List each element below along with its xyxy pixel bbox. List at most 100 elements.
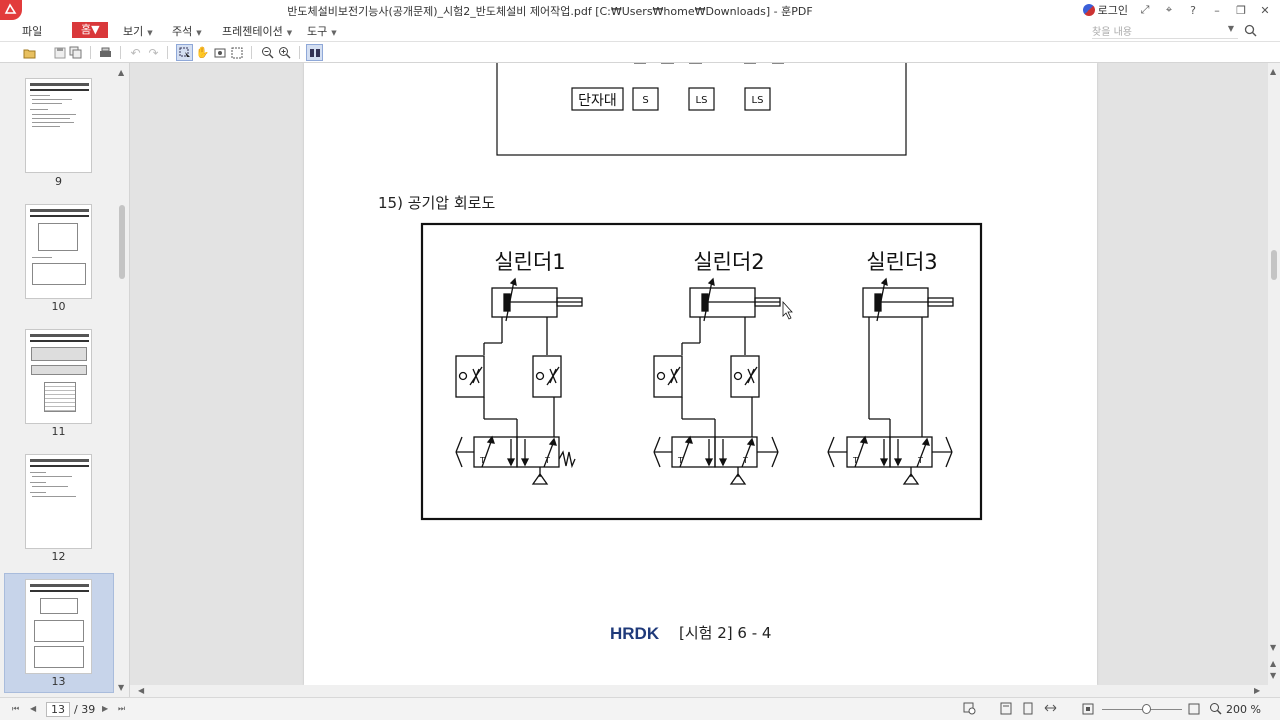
menu-presentation-label: 프레젠테이션 [222,25,283,38]
save-all-icon[interactable] [68,45,83,60]
search-input[interactable]: 찾을 내용 ▼ [1092,23,1238,39]
chevron-down-icon: ▼ [91,23,100,36]
first-page-icon[interactable]: ⏮ [12,704,20,713]
horizontal-scrollbar[interactable]: ◀ ▶ [130,685,1280,697]
open-folder-icon[interactable] [22,45,37,60]
thumbnail-panel: 9 10 11 12 13 ▲ ▼ [0,63,130,697]
cylinder-2-circuit: T T [653,277,781,485]
page-total: / 39 [74,703,96,716]
port-t-label: T [544,456,550,465]
cylinder-1-circuit: T T [455,277,583,485]
zoom-icon[interactable] [1208,701,1223,716]
page-up-icon[interactable]: ▲ [1270,659,1277,668]
menu-bar: 파일 홈▼ 보기▼ 주석▼ 프레젠테이션▼ 도구▼ 찾을 내용▼ [0,20,1280,42]
menu-annotation-label: 주석 [172,25,193,38]
hand-tool-icon[interactable]: ✋ [195,46,210,59]
chevron-down-icon: ▼ [331,29,337,37]
page-down-icon[interactable]: ▼ [1270,671,1277,680]
fullscreen-icon[interactable]: ⤢ [1140,3,1150,16]
chevron-down-icon: ▼ [147,29,153,37]
pin-icon[interactable]: ⌖ [1165,3,1173,16]
status-bar: ⏮ ◀ 13 / 39 ▶ ⏭ 200 % [0,697,1280,720]
title-controls: 로그인 ⤢ ⌖ ? – ❐ ✕ [1082,0,1280,20]
zoom-in-icon[interactable] [277,45,292,60]
mouse-cursor-icon [782,300,793,320]
page-thumbnail[interactable] [25,204,92,299]
footer-page-text: [시험 2] 6 - 4 [679,624,771,642]
port-t-label: T [677,456,683,465]
next-page-icon[interactable]: ▶ [102,704,109,713]
chevron-down-icon: ▼ [1227,24,1234,33]
scrollbar-thumb[interactable] [119,205,125,279]
toolbar-divider [251,46,252,59]
fit-view-icon[interactable] [962,701,977,716]
thumbnail-label: 9 [55,175,62,188]
help-icon[interactable]: ? [1190,3,1196,17]
page-content: 단자대 S LS LS 15) 공기압 회로도 실린더1 실린더2 실린더3 [378,63,983,643]
page-thumbnail[interactable] [25,78,92,173]
port-t-label: T [742,456,748,465]
title-bar: 반도체설비보전기능사(공개문제)_시험2_반도체설비 제어작업.pdf [C:₩… [0,0,1280,20]
two-page-view-icon[interactable] [306,44,323,61]
toolbar-divider [90,46,91,59]
search-icon[interactable] [1244,24,1257,40]
thumbnail-scrollbar[interactable]: ▲ ▼ [116,63,128,697]
fit-width-icon[interactable] [1043,701,1058,716]
zoom-box-icon[interactable] [1186,701,1201,716]
single-page-icon[interactable] [998,701,1013,716]
menu-view-label: 보기 [123,25,144,38]
app-logo-icon[interactable] [0,0,22,20]
prev-page-icon[interactable]: ◀ [30,704,37,713]
scroll-left-icon[interactable]: ◀ [138,686,145,695]
page-thumbnail[interactable] [25,579,92,674]
thumbnail-label: 12 [51,550,66,563]
menu-tools[interactable]: 도구▼ [307,23,337,39]
scroll-down-icon[interactable]: ▼ [1270,643,1277,652]
menu-presentation[interactable]: 프레젠테이션▼ [222,23,292,39]
terminal-s-label: S [642,95,648,106]
scroll-up-icon[interactable]: ▲ [118,68,125,77]
scroll-up-icon[interactable]: ▲ [1270,67,1277,76]
login-button[interactable]: 로그인 [1082,2,1128,18]
zoom-out-icon[interactable] [260,45,275,60]
menu-home[interactable]: 홈▼ [72,22,108,38]
page-thumbnail[interactable] [25,454,92,549]
scroll-right-icon[interactable]: ▶ [1254,686,1261,695]
text-select-icon[interactable] [229,45,244,60]
minimize-icon[interactable]: – [1214,3,1220,17]
scroll-down-icon[interactable]: ▼ [118,683,125,692]
vertical-scrollbar[interactable]: ▲ ▼ ▲ ▼ [1268,63,1280,685]
menu-view[interactable]: 보기▼ [123,23,153,39]
toolbar-divider [120,46,121,59]
actual-size-icon[interactable] [1080,701,1095,716]
restore-icon[interactable]: ❐ [1236,3,1246,17]
print-icon[interactable] [98,45,113,60]
fit-page-icon[interactable] [1020,701,1035,716]
toolbar-divider [299,46,300,59]
select-tool-icon[interactable] [176,44,193,61]
toolbar: ↶ ↷ ✋ [0,42,1280,63]
zoom-level[interactable]: 200 % [1226,703,1261,716]
scrollbar-thumb[interactable] [1271,250,1277,280]
document-viewer[interactable]: 단자대 S LS LS 15) 공기압 회로도 실린더1 실린더2 실린더3 [130,63,1268,685]
save-icon[interactable] [52,45,67,60]
snapshot-icon[interactable] [212,45,227,60]
zoom-slider-knob[interactable] [1142,704,1151,714]
undo-icon[interactable]: ↶ [130,45,141,60]
page-thumbnail[interactable] [25,329,92,424]
search-placeholder: 찾을 내용 [1092,27,1132,38]
menu-annotation[interactable]: 주석▼ [172,23,202,39]
user-icon [1082,4,1095,16]
port-t-label: T [479,456,485,465]
last-page-icon[interactable]: ⏭ [118,704,126,713]
login-label: 로그인 [1097,4,1128,17]
toolbar-divider [167,46,168,59]
cylinder-3-circuit: T T [827,277,954,485]
redo-icon[interactable]: ↷ [148,45,159,60]
menu-file[interactable]: 파일 [22,25,43,38]
close-icon[interactable]: ✕ [1260,3,1270,17]
terminal-ls1-label: LS [696,95,708,106]
terminal-ls2-label: LS [752,95,764,106]
cylinder-1-label: 실린더1 [494,250,565,274]
page-number-input[interactable]: 13 [46,702,70,717]
